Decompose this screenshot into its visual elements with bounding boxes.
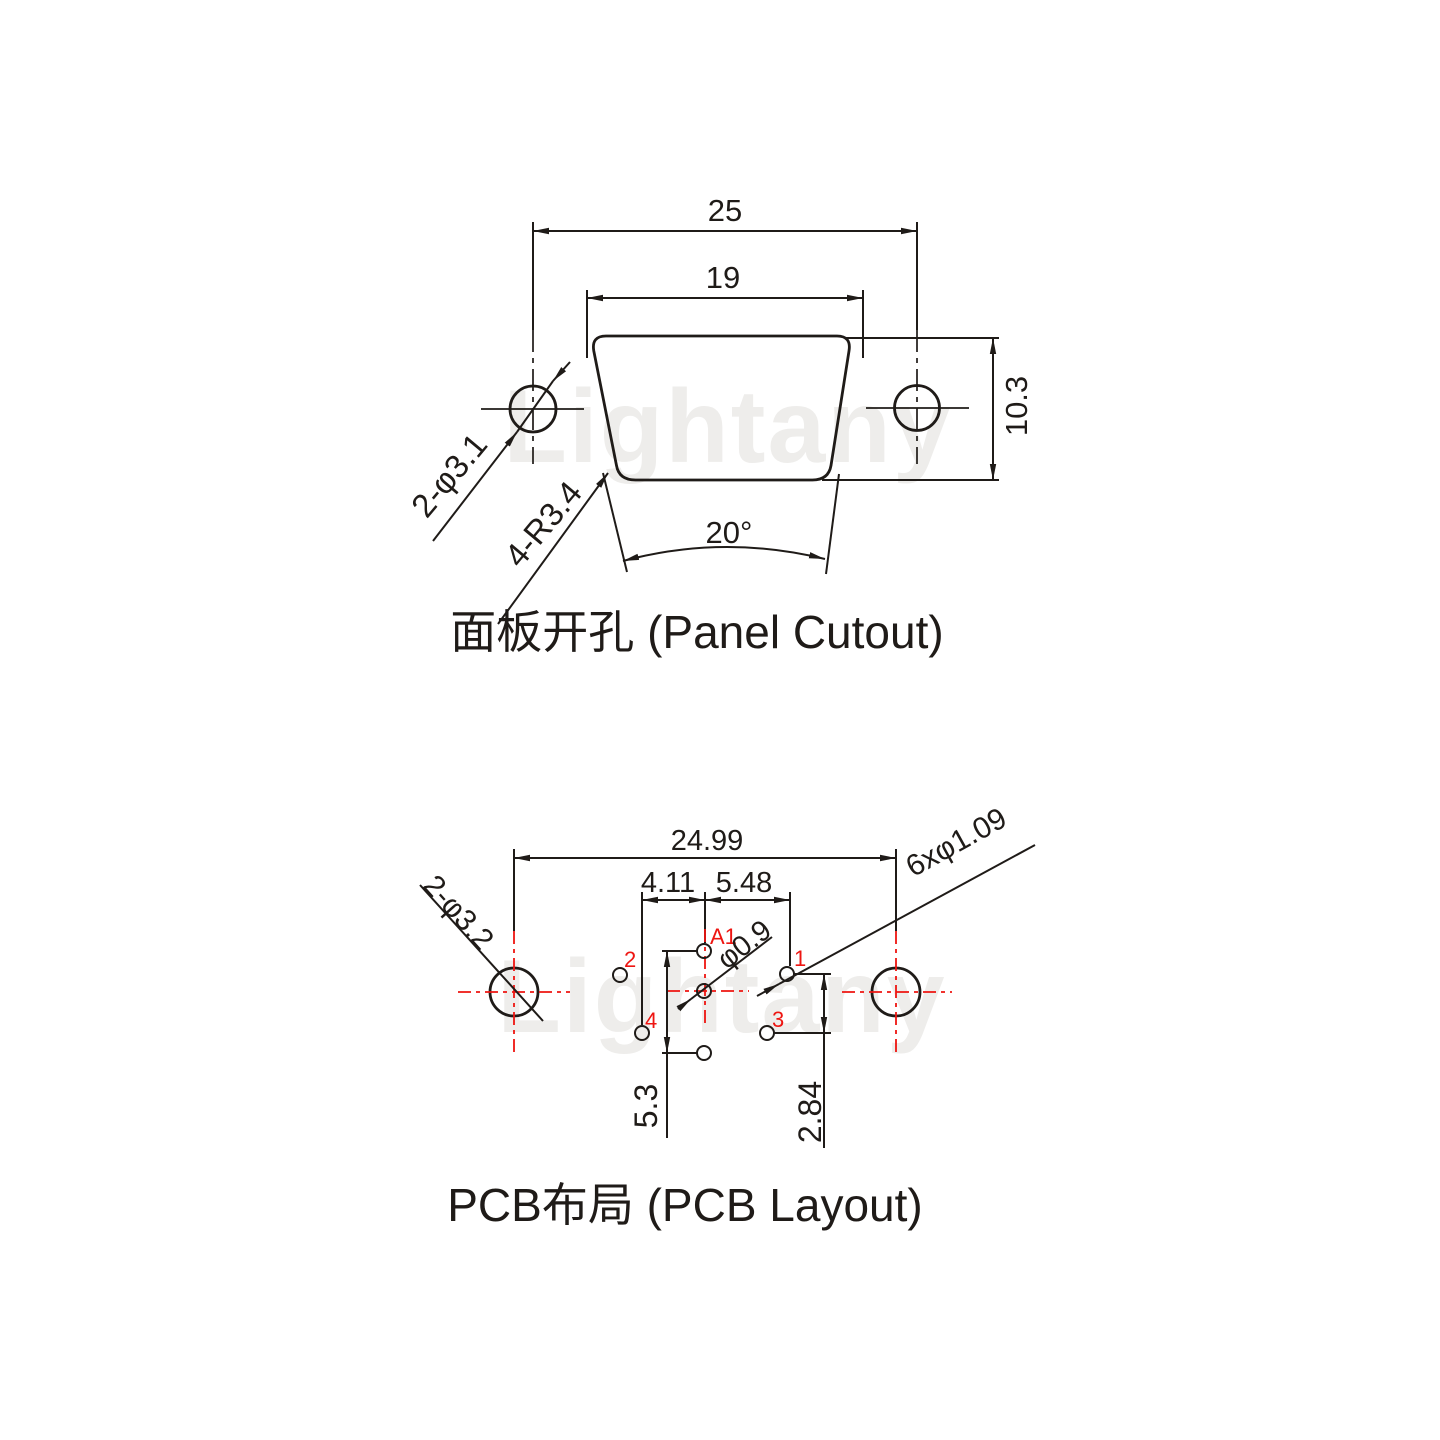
leader-line — [690, 936, 773, 1000]
leader-line — [419, 884, 544, 1022]
dim-angle-20: 20° — [602, 472, 840, 575]
dim-inner-width-value: 19 — [706, 260, 740, 295]
label-mount-holes: 2-φ3.1 — [404, 426, 494, 524]
dim-height-value: 10.3 — [999, 376, 1034, 436]
cutout-outline — [592, 334, 851, 482]
dim-shield-span-value: 5.3 — [628, 1084, 664, 1128]
pin-label-4: 4 — [645, 1008, 657, 1033]
leader-arrow-segment — [756, 983, 780, 997]
pin-label-a1: A1 — [710, 924, 737, 949]
panel-mount-hole-right — [866, 330, 969, 464]
label-pcb-mount-holes: 2-φ3.2 — [417, 869, 500, 956]
dim-col-right-value: 5.48 — [716, 867, 772, 899]
leader-arrow-segment — [676, 998, 692, 1012]
watermark-text-top: Lightany — [503, 369, 952, 485]
pcb-layout-caption: PCB布局 (PCB Layout) — [447, 1179, 922, 1231]
leader-line-lower — [432, 431, 518, 542]
pin-4-hole — [634, 1025, 650, 1041]
pcb-layout-figure: 24.99 4.11 5.48 2-φ3.2 — [417, 802, 1036, 1231]
pin-label-1: 1 — [794, 946, 806, 971]
label-corner-radius: 4-R3.4 — [497, 474, 589, 574]
leader-line — [497, 472, 609, 625]
angle-extension-left — [602, 472, 628, 573]
dim-height-10-3: 10.3 — [822, 337, 1034, 481]
dim-mount-spacing-value: 24.99 — [671, 825, 744, 857]
dim-pin-columns: 4.11 5.48 — [641, 867, 791, 1025]
leader-line-through — [516, 380, 554, 433]
coax-center-pin-hole — [696, 983, 712, 999]
leader-line — [778, 844, 1036, 985]
dim-outer-width-value: 25 — [708, 193, 742, 228]
watermark-text-bottom: Lightany — [497, 939, 946, 1055]
angle-arc — [622, 545, 826, 562]
panel-cutout-caption: 面板开孔 (Panel Cutout) — [450, 606, 943, 658]
angle-extension-right — [825, 473, 840, 575]
dim-shield-span: 5.3 — [628, 950, 697, 1138]
leader-corner-radius: 4-R3.4 — [497, 472, 609, 625]
dim-signal-span: 2.84 — [774, 973, 831, 1148]
dim-inner-width-19: 19 — [586, 260, 864, 358]
pcb-mount-hole-right — [842, 931, 952, 1056]
dim-signal-span-value: 2.84 — [792, 1081, 828, 1143]
dim-col-left-value: 4.11 — [641, 867, 695, 899]
pcb-mount-hole-left — [458, 931, 570, 1056]
label-pin-holes: 6xφ1.09 — [900, 802, 1012, 884]
pin-label-3: 3 — [772, 1007, 784, 1032]
leader-line-upper — [552, 361, 571, 382]
dim-outer-width-25: 25 — [532, 193, 918, 330]
dim-angle-value: 20° — [706, 515, 753, 550]
pin-label-2: 2 — [624, 947, 636, 972]
dim-mount-spacing: 24.99 — [513, 825, 897, 931]
pin-2-hole — [612, 967, 628, 983]
pin-number-labels: A1 2 1 4 3 — [624, 924, 806, 1033]
